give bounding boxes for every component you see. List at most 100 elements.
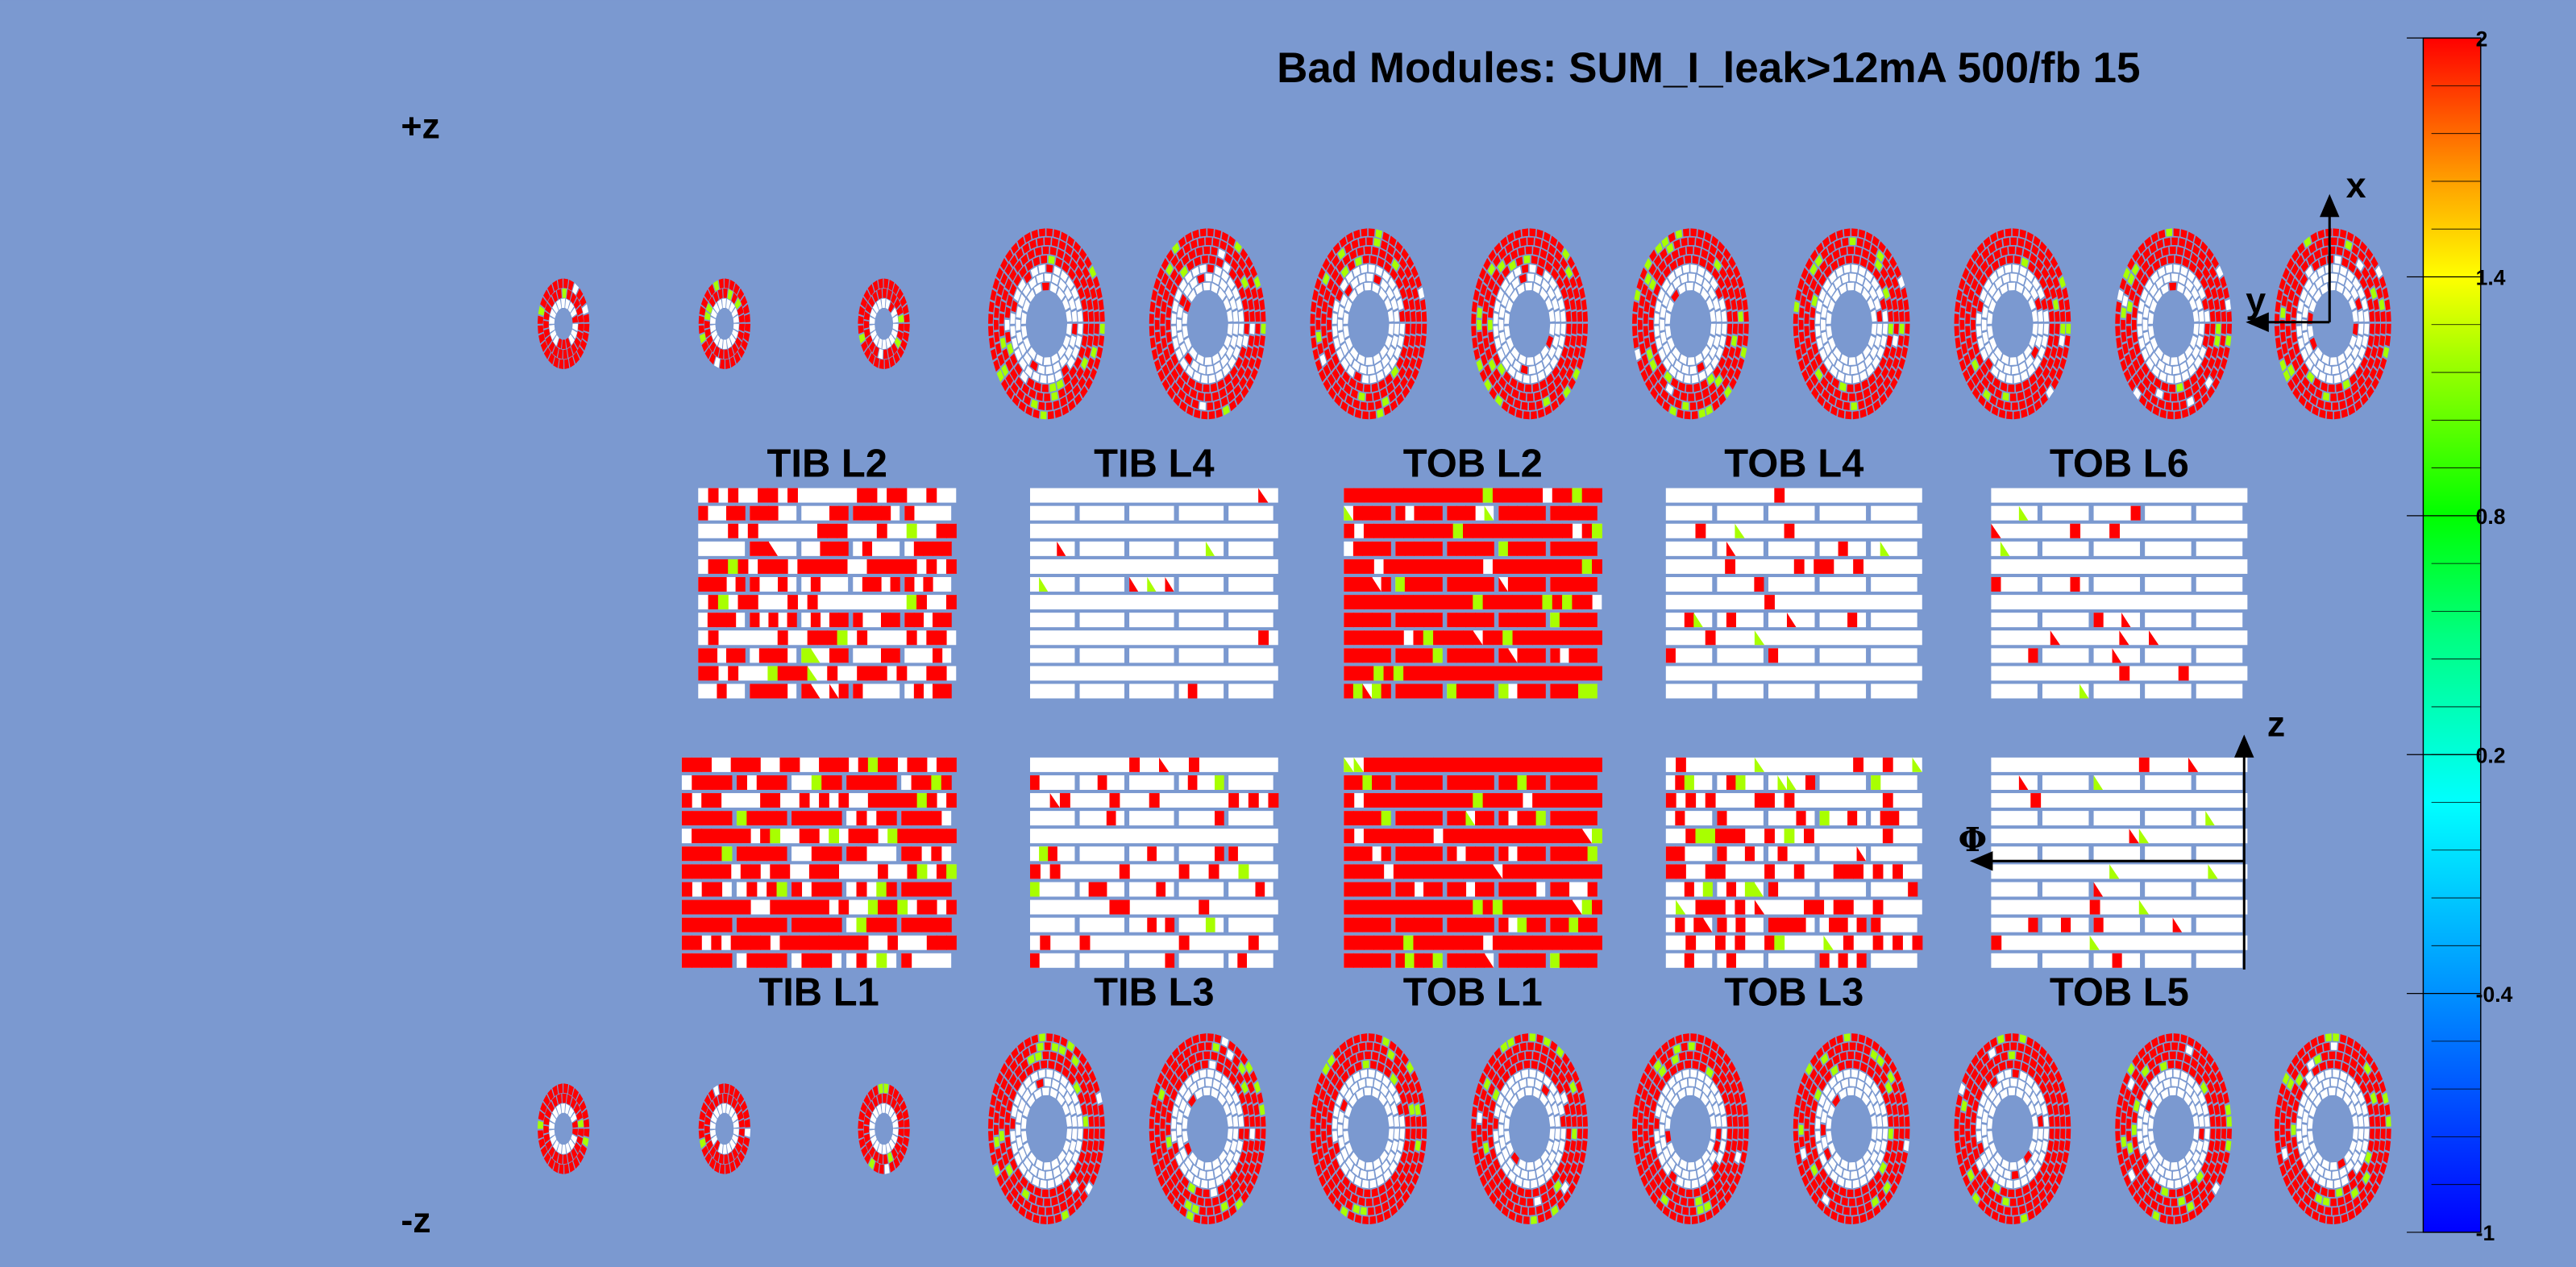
module [1065, 1049, 1073, 1061]
module [1205, 237, 1212, 246]
module [1235, 356, 1243, 370]
module [1543, 231, 1551, 243]
module [1066, 1041, 1075, 1052]
module [2013, 374, 2021, 384]
module [2171, 237, 2179, 246]
module [2345, 279, 2353, 292]
module [2287, 289, 2296, 301]
module [853, 683, 863, 699]
module [837, 559, 848, 574]
module [742, 304, 750, 315]
module [1086, 335, 1094, 347]
module [1327, 249, 1336, 262]
module [1512, 239, 1520, 250]
module [1522, 523, 1533, 538]
module [1084, 256, 1092, 269]
module [576, 1136, 584, 1146]
module [1239, 346, 1247, 359]
module [1084, 1061, 1092, 1074]
module [2132, 373, 2141, 387]
module [1022, 1089, 1031, 1102]
module [2169, 1087, 2177, 1096]
module [549, 1121, 555, 1129]
module [2029, 335, 2037, 349]
module [1370, 1060, 1377, 1070]
module [2330, 1078, 2338, 1086]
module [709, 1121, 716, 1129]
module [1255, 1128, 1261, 1140]
module [1674, 399, 1682, 409]
module [2008, 1051, 2015, 1060]
module [2185, 388, 2193, 399]
module [2337, 391, 2345, 401]
module [2019, 229, 2026, 239]
module [999, 301, 1006, 313]
module-strip [1079, 683, 1124, 699]
module [1510, 249, 1519, 260]
module [537, 315, 544, 324]
module [1564, 335, 1571, 347]
module [1331, 268, 1339, 281]
module [578, 1128, 584, 1137]
module [1722, 346, 1730, 359]
module [1473, 488, 1484, 503]
module [1066, 1082, 1074, 1095]
module [2281, 343, 2288, 355]
module [1821, 305, 1827, 318]
module [1045, 365, 1053, 375]
module [1223, 1102, 1231, 1115]
module [1858, 229, 1866, 239]
module [1510, 347, 1519, 360]
module [2038, 323, 2043, 335]
module [1353, 229, 1361, 239]
module [989, 1142, 995, 1154]
module [2382, 287, 2389, 300]
module [750, 505, 760, 521]
module [1996, 399, 2005, 409]
module [1471, 314, 1477, 324]
module [2339, 362, 2347, 373]
module [2034, 365, 2043, 379]
module [1093, 1162, 1101, 1175]
endcap-discs-minus-z [537, 1033, 2391, 1224]
module [2370, 346, 2378, 359]
module [1165, 278, 1174, 291]
module [1805, 337, 1811, 349]
module [1827, 299, 1835, 313]
module [2158, 371, 2167, 382]
module [1024, 352, 1032, 365]
module [1726, 1115, 1733, 1127]
module [2369, 367, 2377, 380]
module [2171, 273, 2179, 282]
module [733, 283, 740, 295]
module [1541, 279, 1550, 292]
module [1732, 1115, 1739, 1127]
module [1029, 1044, 1037, 1054]
module [1955, 289, 1963, 301]
module [1743, 311, 1749, 322]
module [1081, 1140, 1088, 1153]
module [1634, 289, 1641, 301]
module [1201, 1215, 1208, 1224]
module [1078, 1181, 1086, 1194]
module [2274, 1118, 2280, 1129]
module [1383, 405, 1391, 416]
module [892, 1087, 900, 1100]
module [1011, 1186, 1019, 1199]
module [698, 325, 705, 334]
module [1336, 260, 1344, 272]
module [1963, 283, 1971, 296]
module [1867, 261, 1875, 273]
module [1666, 299, 1674, 313]
module [1004, 278, 1012, 291]
module [1315, 277, 1322, 291]
module [2354, 400, 2362, 412]
module [1643, 326, 1649, 337]
module [2214, 335, 2221, 347]
module [1523, 1179, 1530, 1189]
module [2324, 364, 2332, 375]
module [1818, 289, 1826, 301]
module [1863, 388, 1871, 399]
module [1078, 323, 1083, 335]
module [866, 559, 878, 574]
